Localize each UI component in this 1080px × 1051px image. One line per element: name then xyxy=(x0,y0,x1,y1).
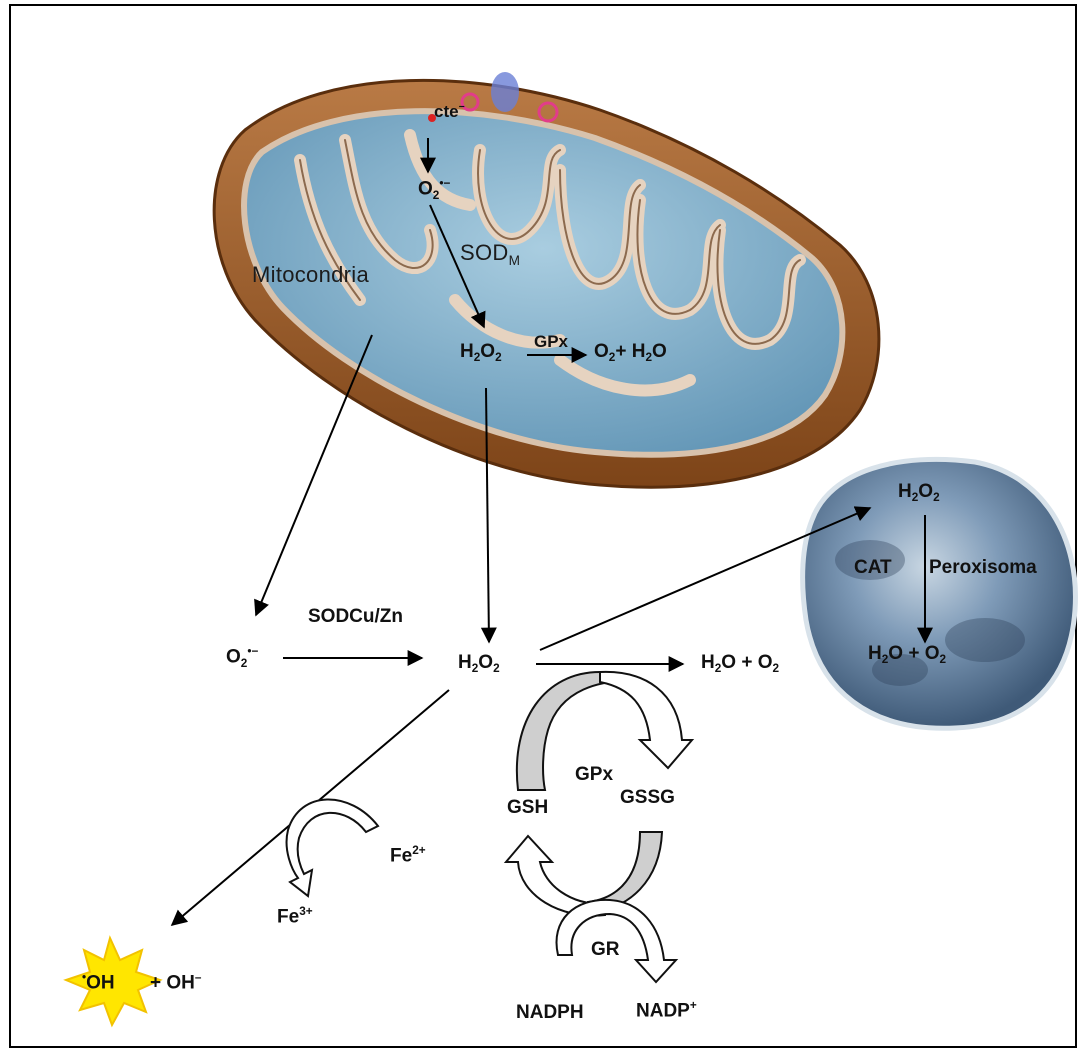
cyto-h2o2-label: H2O2 xyxy=(458,653,500,675)
sodcu-label: SODCu/Zn xyxy=(308,607,403,626)
nadph-label: NADPH xyxy=(516,1003,584,1022)
cte-label: cte− xyxy=(434,102,465,120)
mitochondria-label: Mitocondria xyxy=(252,262,369,288)
fe3-label: Fe3+ xyxy=(277,906,313,927)
hydroxyl-radical-label: •OH xyxy=(82,972,115,993)
gsh-label: GSH xyxy=(507,798,548,817)
mito-gpx-label: GPx xyxy=(534,333,568,350)
sodm-label: SODM xyxy=(460,240,520,268)
nadp-label: NADP+ xyxy=(636,1000,697,1021)
peroxisome-label: Peroxisoma xyxy=(929,558,1037,577)
mito-o2-h2o-label: O2+ H2O xyxy=(594,342,667,364)
cyto-products-label: H2O + O2 xyxy=(701,653,779,675)
gssg-label: GSSG xyxy=(620,788,675,807)
hydroxide-label: + OH– xyxy=(150,972,201,993)
catalase-label: CAT xyxy=(854,558,892,577)
fe2-label: Fe2+ xyxy=(390,845,426,866)
perox-products-label: H2O + O2 xyxy=(868,644,946,666)
cyto-superoxide-label: O2•− xyxy=(226,646,258,670)
mito-superoxide-label: O2•− xyxy=(418,178,450,202)
perox-h2o2-label: H2O2 xyxy=(898,482,940,504)
mito-h2o2-label: H2O2 xyxy=(460,342,502,364)
gr-label: GR xyxy=(591,940,620,959)
gpx-label: GPx xyxy=(575,765,613,784)
